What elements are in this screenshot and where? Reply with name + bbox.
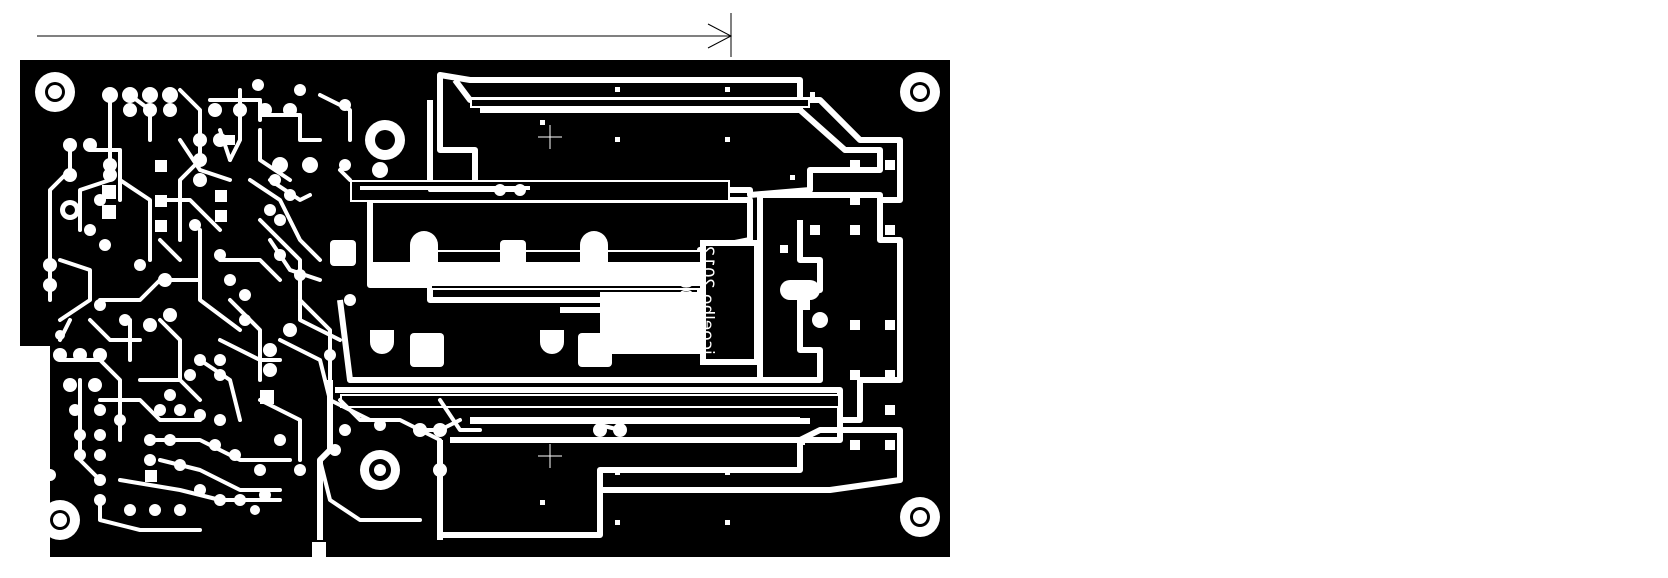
dimension-arrow: [37, 13, 733, 57]
board-notch-bottom: [312, 542, 326, 560]
silkscreen-label: icoelho 2012 ir53000: [675, 245, 717, 355]
pad: [43, 79, 627, 516]
clearance-areas: [340, 98, 840, 424]
board-outline: [20, 60, 950, 557]
crosshair-markers: [538, 125, 562, 468]
silkscreen-line2: ir53000: [675, 267, 695, 333]
mounting-holes: [35, 72, 940, 540]
square-pads: [102, 135, 274, 482]
power-pads: [330, 231, 612, 367]
silkscreen-line1: icoelho 2012: [697, 245, 717, 355]
pads: [43, 79, 895, 525]
signal-traces: [48, 88, 622, 532]
